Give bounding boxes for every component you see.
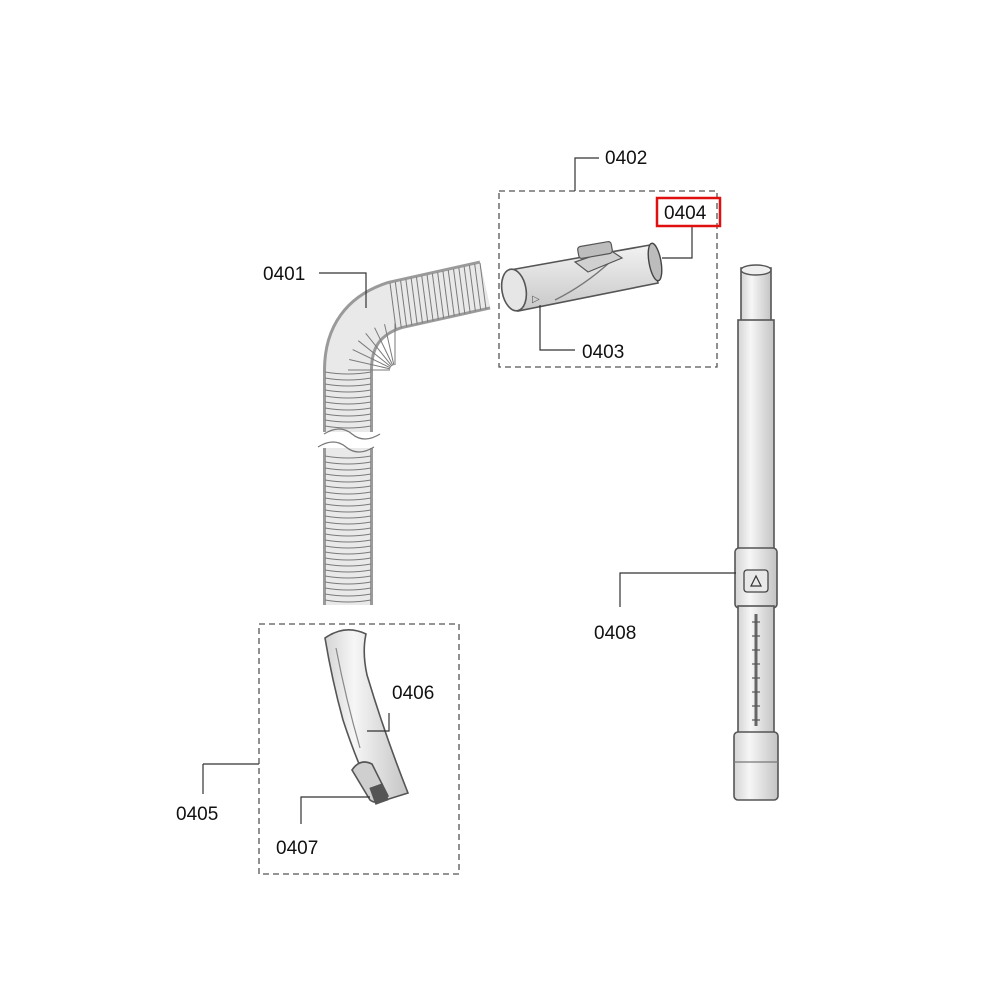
hose-rib [442,271,450,318]
hose-rib [324,581,372,585]
hose-rib [324,533,372,537]
hose-rib [415,277,423,324]
hose-rib [468,265,476,312]
label-grip-assembly[interactable]: 0405 [176,804,218,825]
hose-rib [453,268,461,315]
hose-rib [324,479,372,483]
hose-rib [357,340,392,368]
hose-rib [374,327,394,366]
hose-rib [324,461,372,465]
hose-rib [324,455,372,459]
label-grip-slider[interactable]: 0407 [276,838,318,859]
hose-rib [324,419,372,423]
leader-lines [202,157,736,824]
hose-rib [324,395,372,399]
svg-text:▷: ▷ [532,294,540,305]
hose-rib [324,599,372,603]
label-seal-ring[interactable]: 0404 [664,203,707,224]
grip-assembly-box [258,623,460,875]
hose-rib [458,267,466,314]
hose-rib [324,551,372,555]
hose-rib [410,278,418,325]
hose-rib [324,587,372,591]
handle-body-drawing: ▷ [500,241,659,312]
hose-rib [324,371,372,375]
hose-rib [352,349,391,369]
hose-rib [400,280,408,327]
hose-rib [447,269,455,317]
hose-rib [324,401,372,405]
hose-rib [349,359,391,370]
hose-rib [324,521,372,525]
seal-ring-drawing [647,242,663,282]
label-handle-assembly[interactable]: 0402 [605,148,647,169]
hose-rib [324,377,372,381]
hose-rib [389,282,397,330]
label-telescopic-tube[interactable]: 0408 [594,623,636,644]
hose-rib [324,593,372,597]
hose-rib [324,545,372,549]
label-hose[interactable]: 0401 [263,264,305,285]
hose-rib [437,272,445,319]
hose-rib [324,473,372,477]
hose-rib [324,527,372,531]
hose-rib [324,563,372,567]
hose-rib [324,575,372,579]
telescopic-tube-drawing [733,264,779,801]
highlight-box [655,196,722,228]
hose-rib [324,539,372,543]
hose-rib [324,515,372,519]
hose-rib [431,273,439,320]
hose-rib [365,332,393,367]
hose-rib [463,266,471,313]
hose-rib [324,497,372,501]
hose-rib [324,389,372,393]
hose-rib [324,491,372,495]
hose-rib [426,274,434,321]
hose-rib [324,383,372,387]
grip-slider-drawing [351,761,389,805]
hose-rib [394,281,402,328]
hose-rib [421,275,429,323]
hose-rib [384,324,395,366]
handle-assembly-box [498,190,718,368]
label-handle-body[interactable]: 0403 [582,342,624,363]
hose-rib [324,407,372,411]
hose-rib [479,262,487,310]
hose-rib [324,485,372,489]
hose-rib [324,503,372,507]
hose-rib [324,413,372,417]
hose-rib [405,279,413,326]
label-curved-grip[interactable]: 0406 [392,683,434,704]
hose-rib [324,425,372,429]
hose-rib [324,569,372,573]
hose-rib [324,467,372,471]
curved-grip-drawing [324,629,410,804]
hose-drawing [317,260,491,605]
hose-rib [474,264,482,311]
hose-rib [324,509,372,513]
hose-rib [324,557,372,561]
